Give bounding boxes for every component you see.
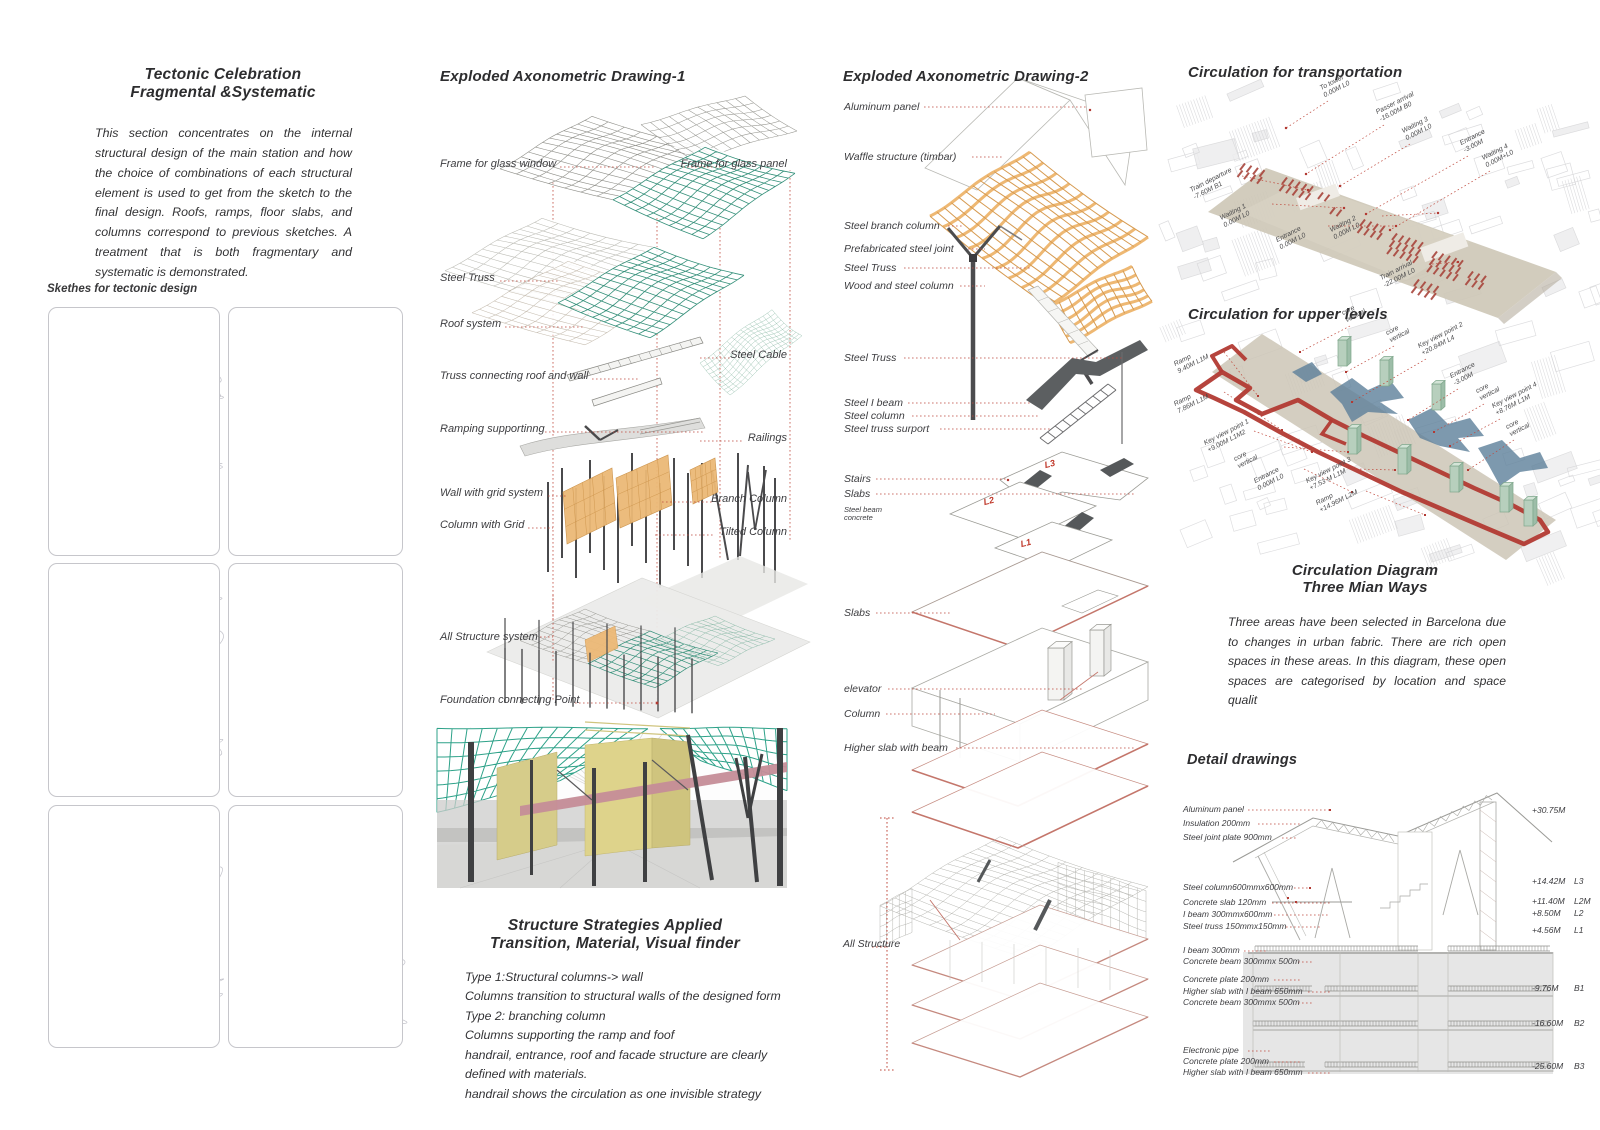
detail-level-value-1: +14.42M	[1532, 876, 1566, 887]
axon1-label-left-5: Wall with grid system	[440, 486, 544, 499]
sketch-box-3	[48, 563, 220, 797]
circ-paragraph: Three areas have been selected in Barcel…	[1228, 615, 1506, 708]
interior-render	[436, 721, 788, 889]
sketch-box-4	[228, 563, 403, 797]
sketch-box-1	[48, 307, 220, 556]
axon1-drawing	[444, 95, 811, 719]
strategies-title: Structure Strategies Applied Transition,…	[450, 917, 780, 953]
detail-level-tag-7: B3	[1574, 1061, 1585, 1072]
detail-label-11: Concrete beam 300mmx 500m	[1183, 997, 1300, 1008]
detail-level-value-0: +30.75M	[1532, 805, 1566, 816]
detail-level-tag-4: L1	[1574, 925, 1584, 936]
detail-level-tag-6: B2	[1574, 1018, 1585, 1029]
axon2-label-17: All Structure	[843, 938, 901, 951]
detail-level-value-7: -25.60M	[1532, 1061, 1564, 1072]
axon2-label-4: Steel Truss	[844, 262, 897, 275]
axon2-label-1: Waffle structure (timbar)	[844, 151, 957, 164]
axon2-label-14: elevator	[844, 683, 882, 696]
detail-label-13: Concrete plate 200mm	[1183, 1056, 1269, 1067]
detail-level-tag-2: L2M	[1574, 896, 1591, 907]
detail-level-value-5: -9.76M	[1532, 983, 1559, 994]
detail-level-tag-1: L3	[1574, 876, 1584, 887]
axon2-label-8: Steel column	[844, 410, 905, 423]
detail-label-12: Electronic pipe	[1183, 1045, 1239, 1056]
axon2-label-2: Steel branch column	[844, 220, 940, 233]
axon1-label-left-3: Truss connecting roof and wall	[440, 369, 589, 382]
circ-diagram-title-line1: Circulation Diagram	[1291, 562, 1439, 579]
sketch-box-5	[48, 805, 220, 1048]
circ-diagram-title-line2: Three Mian Ways	[1302, 579, 1428, 596]
axon1-label-left-8: Foundation connecting Point	[440, 693, 580, 706]
left-title: Tectonic Celebration Fragmental &Systema…	[95, 66, 351, 102]
axon2-label-12: Steel beam concrete	[844, 504, 882, 523]
axon2-label-13: Slabs	[844, 607, 871, 620]
axon1-label-right-0: Frame for glass panel	[680, 157, 787, 170]
sketches-caption: Skethes for tectonic design	[47, 283, 198, 295]
axon2-level-tag-1: L2	[982, 494, 996, 507]
axon1-label-left-4: Ramping supportinng	[440, 422, 545, 435]
detail-level-tag-3: L2	[1574, 908, 1584, 919]
detail-label-10: Higher slab with I beam 650mm	[1183, 986, 1303, 997]
axon1-label-left-2: Roof system	[440, 317, 502, 330]
axon2-label-3: Prefabricated steel joint	[844, 243, 954, 256]
axon2-label-11: Slabs	[844, 488, 871, 501]
detail-label-1: Insulation 200mm	[1183, 818, 1251, 829]
detail-label-6: Steel truss 150mmx150mm	[1183, 921, 1287, 932]
axon1-title: Exploded Axonometric Drawing-1	[440, 68, 686, 85]
axon2-label-6: Steel Truss	[844, 352, 897, 365]
strategies-title-line1: Structure Strategies Applied	[507, 917, 723, 934]
circ-transport-title: Circulation for transportation	[1188, 64, 1403, 81]
detail-label-4: Concrete slab 120mm	[1183, 897, 1267, 908]
details-title: Detail drawings	[1187, 752, 1298, 768]
left-title-line1: Tectonic Celebration	[144, 66, 302, 83]
strategies-body: Type 1:Structural columns-> wall Columns…	[465, 970, 781, 1101]
axon1-label-left-7: All Structure system	[440, 630, 538, 643]
detail-label-9: Concrete plate 200mm	[1183, 974, 1269, 985]
axon2-drawing	[872, 77, 1153, 1078]
axon2-label-9: Steel truss surport	[844, 423, 930, 436]
strategies-title-line2: Transition, Material, Visual finder	[490, 935, 740, 952]
detail-level-value-6: -16.60M	[1532, 1018, 1564, 1029]
axon1-label-right-2: Railings	[747, 431, 787, 444]
axon2-title: Exploded Axonometric Drawing-2	[843, 68, 1089, 85]
detail-level-tag-5: B1	[1574, 983, 1585, 994]
axon2-label-16: Higher slab with beam	[844, 742, 948, 755]
circ-upper-title: Circulation for upper levels	[1188, 306, 1388, 323]
detail-label-3: Steel column600mmx600mm	[1183, 882, 1294, 893]
axon1-label-right-3: Branch Column	[711, 492, 787, 505]
detail-level-value-2: +11.40M	[1532, 896, 1565, 907]
axon2-label-0: Aluminum panel	[844, 101, 920, 114]
detail-level-value-4: +4.56M	[1532, 925, 1561, 936]
axon2-level-tag-2: L1	[1019, 536, 1033, 549]
axon2-label-15: Column	[844, 708, 881, 721]
detail-level-value-3: +8.50M	[1532, 908, 1561, 919]
axon2-label-7: Steel I beam	[844, 397, 903, 410]
detail-label-7: I beam 300mm	[1183, 945, 1240, 956]
detail-label-5: I beam 300mmx600mm	[1183, 909, 1273, 920]
detail-label-8: Concrete beam 300mmx 500m	[1183, 956, 1300, 967]
left-intro-paragraph: This section concentrates on the interna…	[95, 126, 352, 279]
left-title-line2: Fragmental &Systematic	[130, 84, 316, 101]
axon1-label-right-4: Tilted Column	[719, 525, 787, 538]
axon1-label-right-1: Steel Cable	[730, 348, 787, 361]
sketch-box-6	[228, 805, 403, 1048]
axon2-label-10: Stairs	[844, 473, 871, 486]
axon1-label-left-0: Frame for glass window	[440, 157, 557, 170]
axon1-label-left-6: Column with Grid	[440, 518, 525, 531]
sketch-box-2	[228, 307, 403, 556]
detail-label-14: Higher slab with I beam 650mm	[1183, 1067, 1303, 1078]
axon2-level-tag-0: L3	[1043, 457, 1057, 470]
circulation-maps	[1158, 78, 1600, 586]
detail-label-0: Aluminum panel	[1183, 804, 1244, 815]
axon2-label-5: Wood and steel column	[844, 280, 954, 293]
axon1-label-left-1: Steel Truss	[440, 271, 495, 284]
circ-diagram-title: Circulation Diagram Three Mian Ways	[1240, 562, 1490, 596]
detail-label-2: Steel joint plate 900mm	[1183, 832, 1272, 843]
detail-drawing	[1232, 792, 1554, 1074]
